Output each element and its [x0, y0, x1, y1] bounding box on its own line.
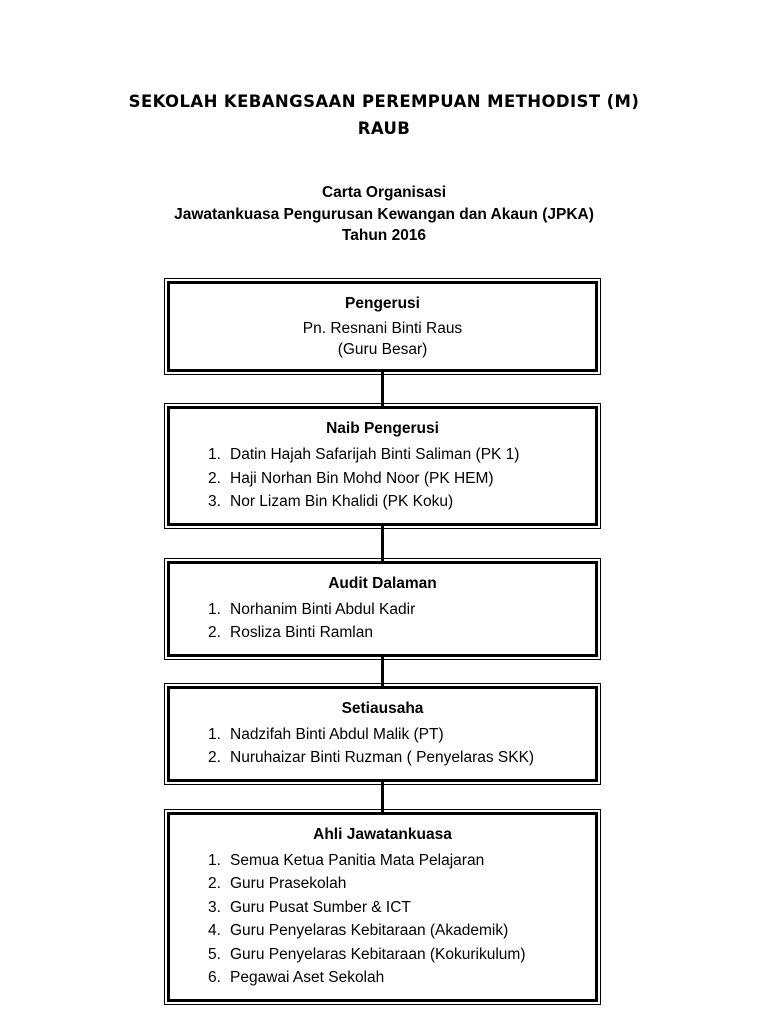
list-item-number: 5. [208, 945, 221, 963]
org-node-title: Pengerusi [345, 295, 420, 312]
org-node: Ahli Jawatankuasa 1. Semua Ketua Panitia M… [164, 808, 601, 1005]
org-node-list-item: 5. Guru Penyelaras Kebitaraan (Kokurikulu… [170, 943, 595, 967]
list-item-number: 1. [208, 600, 221, 618]
list-item-text: Semua Ketua Panitia Mata Pelajaran [230, 851, 485, 869]
list-item-number: 3. [208, 493, 221, 510]
list-item-number: 1. [208, 725, 221, 743]
org-node-subtext-line: Pn. Resnani Binti Raus [302, 320, 463, 337]
list-item-number: 1. [208, 446, 221, 463]
list-item-text: Rosliza Binti Ramlan [230, 624, 373, 641]
org-node-list: 1. Norhanim Binti Abdul Kadir 2. Rosliza Bi… [170, 598, 595, 645]
org-node-list-item: 1. Nadzifah Binti Abdul Malik (PT) [170, 723, 595, 747]
list-item-number: 2. [208, 875, 221, 892]
list-item-text: Datin Hajah Safarijah Binti Saliman (PK … [230, 446, 520, 463]
org-node-list: 1. Nadzifah Binti Abdul Malik (PT) 2. Nuruh… [170, 723, 595, 770]
org-connector-line [167, 372, 598, 406]
list-item-number: 3. [208, 898, 221, 916]
list-item-text: Nor Lizam Bin Khalidi (PK Koku) [230, 493, 454, 510]
org-node-list-item: 3. Guru Pusat Sumber & ICT [170, 896, 595, 920]
list-item-text: Guru Pusat Sumber & ICT [230, 898, 411, 916]
list-item-text: Guru Penyelaras Kebitaraan (Akademik) [230, 922, 509, 939]
list-item-number: 2. [208, 749, 221, 766]
document-title-line2: RAUB [357, 119, 411, 138]
list-item-number: 6. [208, 969, 221, 986]
org-node: Audit Dalaman 1. Norhanim Binti Abdul Kadi… [164, 557, 601, 660]
org-node-list-item: 2. Haji Norhan Bin Mohd Noor (PK HEM) [170, 467, 595, 491]
org-node-list-item: 2. Guru Prasekolah [170, 872, 595, 896]
org-node-list-item: 2. Nuruhaizar Binti Ruzman ( Penyelaras S… [170, 746, 595, 770]
document-title: SEKOLAH KEBANGSAAN PEREMPUAN METHODIST (… [0, 88, 768, 142]
list-item-text: Guru Penyelaras Kebitaraan (Kokurikulum) [230, 945, 526, 963]
list-item-text: Nadzifah Binti Abdul Malik (PT) [230, 725, 444, 743]
org-node-title: Naib Pengerusi [326, 420, 439, 437]
list-item-text: Haji Norhan Bin Mohd Noor (PK HEM) [230, 469, 494, 487]
org-node: Setiausaha 1. Nadzifah Binti Abdul Malik (… [164, 682, 601, 785]
org-node-title: Audit Dalaman [328, 574, 437, 592]
org-node-list: 1. Semua Ketua Panitia Mata Pelajaran 2. Gu… [170, 849, 595, 990]
org-node: Naib Pengerusi 1. Datin Hajah Safarijah Bi… [164, 403, 601, 529]
list-item-number: 2. [208, 624, 221, 641]
org-node-list-item: 4. Guru Penyelaras Kebitaraan (Akademik) [170, 919, 595, 943]
org-node-list-item: 2. Rosliza Binti Ramlan [170, 621, 595, 645]
org-node-title: Setiausaha [341, 699, 424, 717]
list-item-text: Pegawai Aset Sekolah [230, 969, 385, 986]
list-item-number: 1. [208, 851, 221, 869]
org-node-list-item: 1. Norhanim Binti Abdul Kadir [170, 598, 595, 622]
subtitle-line2: Jawatankuasa Pengurusan Kewangan dan Aka… [174, 205, 594, 223]
org-node-list-item: 1. Datin Hajah Safarijah Binti Saliman (P… [170, 443, 595, 467]
org-node-list-item: 1. Semua Ketua Panitia Mata Pelajaran [170, 849, 595, 873]
document-title-line1: SEKOLAH KEBANGSAAN PEREMPUAN METHODIST (… [128, 92, 640, 111]
list-item-number: 4. [208, 922, 221, 939]
org-node-title: Ahli Jawatankuasa [313, 825, 452, 843]
org-connector-line [167, 525, 598, 561]
org-node-list: 1. Datin Hajah Safarijah Binti Saliman (P… [170, 443, 595, 514]
list-item-text: Norhanim Binti Abdul Kadir [230, 600, 416, 618]
subtitle-line1: Carta Organisasi [321, 184, 447, 201]
list-item-text: Guru Prasekolah [230, 875, 347, 892]
org-node-list-item: 3. Nor Lizam Bin Khalidi (PK Koku) [170, 490, 595, 514]
list-item-text: Nuruhaizar Binti Ruzman ( Penyelaras SKK… [230, 749, 535, 766]
org-node-subtext: Pn. Resnani Binti Raus (Guru Besar) [170, 318, 595, 360]
org-connector-line [167, 781, 598, 812]
subtitle-line3: Tahun 2016 [341, 227, 427, 244]
list-item-number: 2. [208, 469, 221, 487]
org-node-list-item: 6. Pegawai Aset Sekolah [170, 966, 595, 990]
org-node-subtext-line: (Guru Besar) [337, 341, 428, 358]
document-subtitle: Carta Organisasi Jawatankuasa Pengurusan… [0, 182, 768, 247]
org-connector-line [167, 656, 598, 686]
